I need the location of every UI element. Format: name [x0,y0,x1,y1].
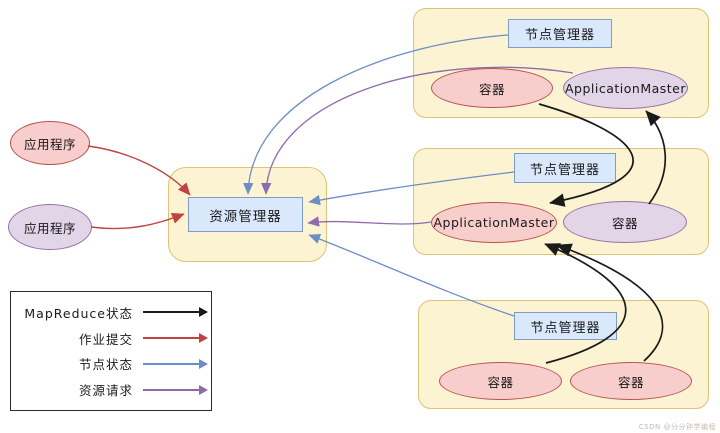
node-manager-label-1: 节点管理器 [524,28,595,43]
container-label: 容器 [478,81,505,97]
container-ellipse-node1: 容器 [431,68,553,108]
resource-manager-box: 资源管理器 [188,197,303,232]
legend-label: 节点状态 [78,357,133,373]
legend-row-job-submit: 作业提交 [21,329,208,348]
container-ellipse-node3-right: 容器 [570,362,692,400]
container-label: 容器 [487,374,514,390]
legend-row-resource-request: 资源请求 [21,380,208,399]
legend-label: MapReduce状态 [24,305,133,321]
application-master-ellipse-node1: ApplicationMaster [563,67,688,109]
node-manager-label-3: 节点管理器 [530,320,601,336]
legend-box: MapReduce状态 作业提交 节点状态 资源请求 [10,291,212,411]
legend-label: 作业提交 [78,331,133,347]
node-manager-box-3: 节点管理器 [514,312,617,340]
legend-row-mapreduce-status: MapReduce状态 [21,303,208,322]
legend-label: 资源请求 [78,383,133,399]
node-manager-box-2: 节点管理器 [514,153,616,183]
application-master-ellipse-node2: ApplicationMaster [431,202,557,243]
application-ellipse-2: 应用程序 [8,204,92,250]
legend-row-node-status: 节点状态 [21,354,208,373]
application-label-2: 应用程序 [23,220,76,236]
container-label: 容器 [617,374,644,390]
application-master-label: ApplicationMaster [433,215,555,230]
blue-arrow-icon [143,358,208,369]
node-manager-box-1: 节点管理器 [508,19,612,48]
application-label-1: 应用程序 [23,136,76,152]
red-arrow-icon [143,333,208,344]
container-ellipse-node2: 容器 [563,201,687,243]
container-ellipse-node3-left: 容器 [439,362,562,400]
purple-arrow-icon [143,384,208,395]
application-ellipse-1: 应用程序 [10,121,90,165]
resource-manager-label: 资源管理器 [209,208,282,225]
node-manager-label-2: 节点管理器 [529,162,600,178]
container-label: 容器 [611,215,638,231]
application-master-label: ApplicationMaster [564,80,687,96]
csdn-watermark: CSDN @分分钟学编程 [638,423,716,431]
black-arrow-icon [143,306,208,319]
